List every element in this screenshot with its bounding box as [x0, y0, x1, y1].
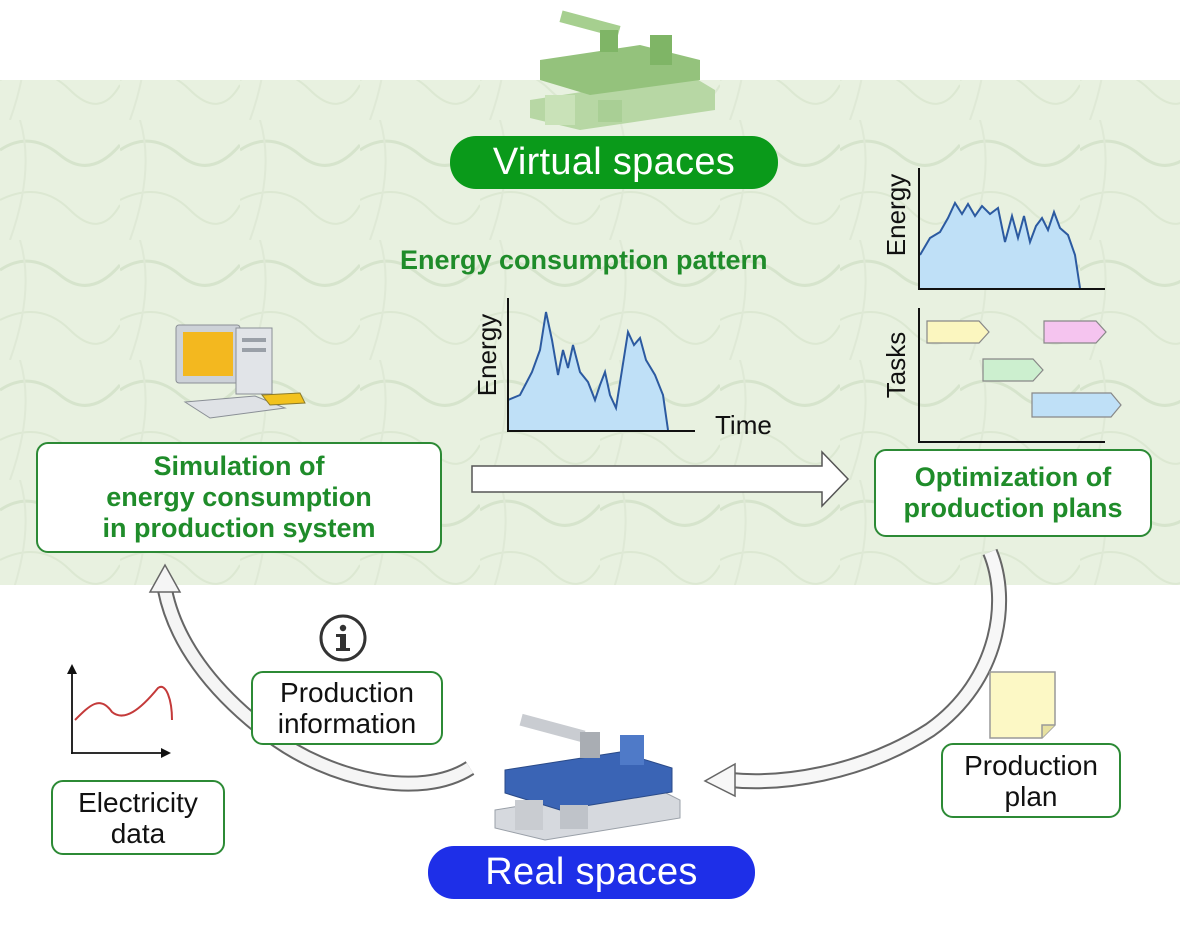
- pattern-chart: Energy Time: [472, 298, 772, 440]
- info-icon: [319, 614, 367, 662]
- machine-virtual-icon: [530, 10, 715, 130]
- production-plan-box: Production plan: [941, 743, 1121, 818]
- pattern-line: [507, 311, 669, 431]
- flow-arrow-right: [471, 450, 850, 508]
- tasks-chart: Tasks: [881, 308, 1122, 443]
- production-plan-text: Production plan: [964, 749, 1098, 812]
- simulation-box: Simulation of energy consumption in prod…: [36, 442, 442, 553]
- optimized-line: [919, 200, 1081, 289]
- production-information-box: Production information: [251, 671, 443, 745]
- task-bar: [982, 358, 1044, 382]
- pc-icon: [175, 324, 306, 419]
- pattern-area: [508, 312, 668, 430]
- flow-arrow-plan: [703, 548, 1008, 798]
- document-icon: [989, 671, 1056, 739]
- real-spaces-label: Real spaces: [428, 846, 755, 899]
- optimization-text: Optimization of production plans: [903, 462, 1123, 523]
- pattern-title: Energy consumption pattern: [400, 245, 768, 275]
- task-bar: [1031, 392, 1122, 418]
- machine-real-icon: [494, 713, 681, 841]
- electricity-data-text: Electricity data: [78, 786, 198, 849]
- optimized-chart: Energy: [881, 168, 1105, 290]
- task-bar: [1043, 320, 1107, 344]
- pattern-xlabel: Time: [715, 410, 772, 440]
- optimization-box: Optimization of production plans: [874, 449, 1152, 537]
- virtual-spaces-label: Virtual spaces: [450, 136, 778, 189]
- production-information-text: Production information: [277, 677, 417, 739]
- pattern-ylabel: Energy: [472, 314, 502, 396]
- optimized-ylabel: Energy: [881, 174, 911, 256]
- electricity-data-box: Electricity data: [51, 780, 225, 855]
- simulation-text: Simulation of energy consumption in prod…: [102, 451, 376, 543]
- tasks-ylabel: Tasks: [881, 332, 911, 398]
- optimized-area: [920, 203, 1080, 288]
- electricity-graph-icon: [67, 664, 173, 758]
- task-bar: [926, 320, 990, 344]
